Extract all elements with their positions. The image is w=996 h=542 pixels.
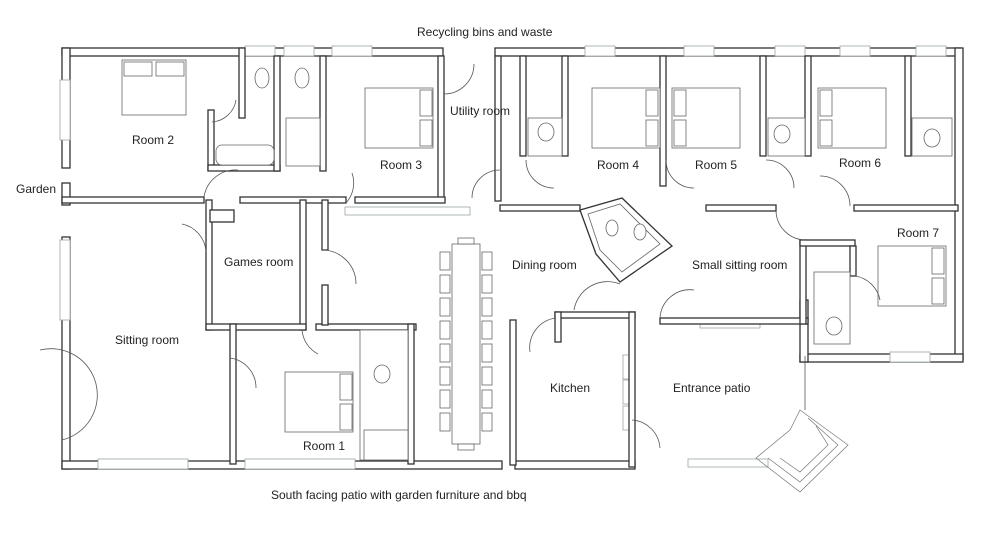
room-label-room-2: Room 2 xyxy=(132,133,175,147)
room-label-kitchen: Kitchen xyxy=(550,381,591,395)
room-label-room-6: Room 6 xyxy=(839,156,882,170)
top-label-recycling: Recycling bins and waste xyxy=(417,25,553,39)
label-garden: Garden xyxy=(16,182,57,196)
room-label-room-7: Room 7 xyxy=(897,226,940,240)
entrance-steps xyxy=(755,409,849,493)
room-label-utility: Utility room xyxy=(450,104,511,118)
central-toilets xyxy=(579,197,674,283)
room-label-sitting: Sitting room xyxy=(115,333,180,347)
bathroom-fixtures xyxy=(215,67,953,461)
room-label-dining: Dining room xyxy=(512,258,577,272)
beds xyxy=(121,59,947,433)
door-swings xyxy=(39,63,881,449)
room-label-room-3: Room 3 xyxy=(380,158,423,172)
dining-table xyxy=(439,237,493,451)
room-label-room-4: Room 4 xyxy=(597,158,640,172)
label-entrance-patio: Entrance patio xyxy=(673,381,751,395)
room-label-games: Games room xyxy=(224,255,294,269)
bottom-label-patio: South facing patio with garden furniture… xyxy=(271,488,527,502)
room-label-room-1: Room 1 xyxy=(303,439,346,453)
interior-walls xyxy=(61,47,959,468)
room-label-small-sitting: Small sitting room xyxy=(692,258,788,272)
room-label-room-5: Room 5 xyxy=(695,158,738,172)
